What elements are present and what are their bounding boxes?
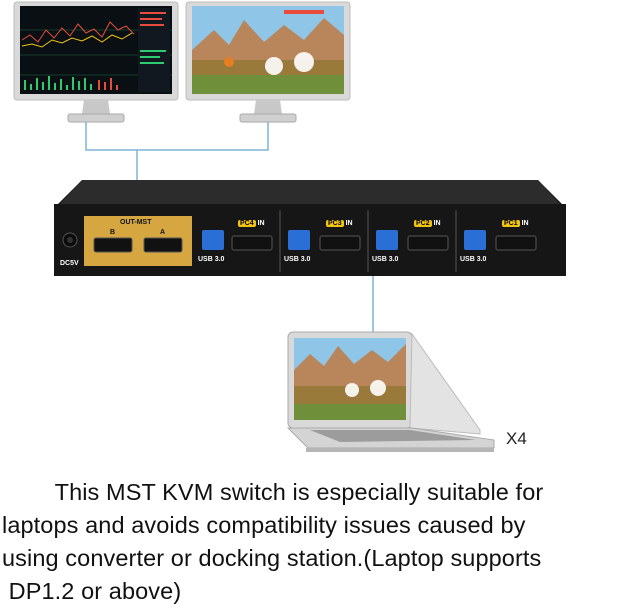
kvm-switch: DC5V OUT-MST B A PC4 IN USB 3.0 PC3 IN U…	[52, 178, 568, 282]
laptop	[286, 331, 495, 452]
monitor-left	[13, 1, 179, 123]
caption-line-1: This MST KVM switch is especially suitab…	[2, 479, 544, 505]
power-label: DC5V	[60, 260, 79, 267]
usb-label-pc2: USB 3.0	[372, 256, 399, 263]
usb-label-pc1: USB 3.0	[460, 256, 487, 263]
output-port-a-label: A	[160, 229, 166, 236]
input-pc4-label: PC4 IN	[238, 220, 265, 227]
usb-label-pc4: USB 3.0	[198, 256, 225, 263]
product-caption: This MST KVM switch is especially suitab…	[2, 476, 638, 608]
caption-line-2: laptops and avoids compatibility issues …	[2, 512, 526, 538]
input-pc2-label: PC2 IN	[414, 220, 441, 227]
caption-line-3: using converter or docking station.(Lapt…	[2, 545, 542, 571]
caption-line-4: DP1.2 or above)	[2, 578, 182, 604]
monitor-cables	[85, 122, 374, 335]
input-pc3-label: PC3 IN	[326, 220, 353, 227]
monitor-right	[185, 1, 351, 123]
kvm-body	[54, 180, 566, 276]
usb-label-pc3: USB 3.0	[284, 256, 311, 263]
input-pc1-label: PC1 IN	[502, 220, 529, 227]
laptop-count-label: X4	[506, 429, 527, 448]
output-label: OUT-MST	[120, 219, 152, 226]
output-port-b-label: B	[110, 229, 116, 236]
